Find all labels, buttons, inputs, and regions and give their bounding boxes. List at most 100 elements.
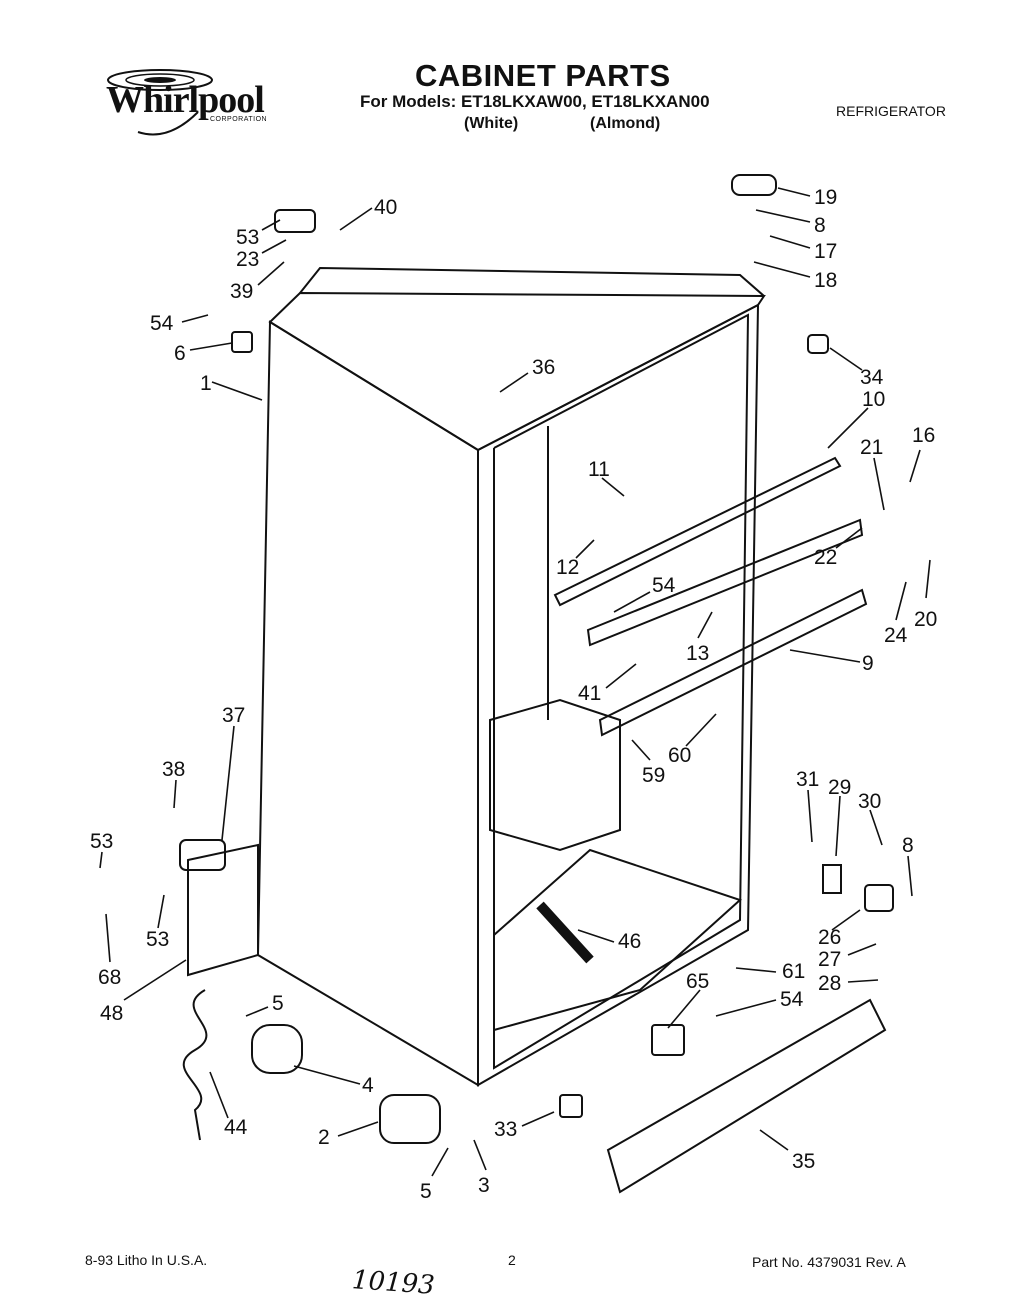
whirlpool-logo: Whirlpool CORPORATION — [98, 62, 268, 142]
callout-5-upper: 5 — [272, 992, 284, 1015]
callout-61: 61 — [782, 960, 805, 983]
callout-26: 26 — [818, 926, 841, 949]
callout-8-lower: 8 — [902, 834, 914, 857]
variant-white: (White) — [464, 115, 519, 132]
hinge-cap-19 — [731, 174, 777, 196]
leader-35 — [759, 1129, 789, 1151]
leader-lines — [99, 187, 931, 1177]
callout-54-top: 54 — [150, 312, 174, 335]
callout-12: 12 — [556, 556, 579, 579]
cord-clamp-37 — [179, 839, 226, 871]
callout-35: 35 — [792, 1150, 815, 1173]
leader-44 — [209, 1071, 229, 1119]
leader-26 — [831, 909, 861, 931]
callout-46: 46 — [618, 930, 641, 953]
handwritten-note: 10193 — [351, 1265, 436, 1301]
leader-18 — [753, 261, 811, 278]
hinge-23 — [274, 209, 316, 233]
plug-34 — [807, 334, 829, 354]
callout-68: 68 — [98, 966, 121, 989]
leader-23 — [261, 239, 287, 254]
leader-8a — [755, 209, 811, 223]
leader-40 — [339, 207, 373, 231]
appliance-category: REFRIGERATOR — [836, 103, 946, 119]
shim-29 — [822, 864, 842, 894]
callout-24: 24 — [884, 624, 908, 647]
callout-29: 29 — [828, 776, 851, 799]
bracket-65 — [651, 1024, 685, 1056]
leader-46 — [577, 929, 615, 943]
callout-30: 30 — [858, 790, 881, 813]
brand-name: Whirlpool — [106, 79, 265, 121]
leader-3 — [473, 1139, 487, 1171]
leader-54a — [181, 314, 209, 323]
rail-13 — [586, 518, 864, 647]
leader-2 — [337, 1121, 379, 1137]
leader-21 — [873, 457, 885, 511]
callout-19: 19 — [814, 186, 837, 209]
callout-6: 6 — [174, 342, 186, 365]
leader-29 — [835, 795, 841, 857]
leader-61 — [735, 967, 777, 973]
leader-8b — [907, 855, 913, 897]
leader-24 — [895, 581, 907, 621]
leveler-2 — [379, 1094, 441, 1144]
bracket-33 — [559, 1094, 583, 1118]
leader-16 — [909, 449, 921, 483]
callout-60: 60 — [668, 744, 691, 767]
rear-air-duct — [489, 698, 621, 852]
drain-tube-46 — [536, 901, 594, 964]
leader-33 — [521, 1111, 555, 1127]
callout-8-top: 8 — [814, 214, 826, 237]
leader-17 — [769, 235, 811, 249]
cabinet-linework — [179, 174, 894, 1194]
callout-4: 4 — [362, 1074, 374, 1097]
cabinet-front-opening — [477, 303, 760, 1087]
cabinet-top-rear — [299, 266, 765, 297]
leader-54c — [715, 999, 777, 1017]
callout-54-lower: 54 — [780, 988, 804, 1011]
roller-4 — [251, 1024, 303, 1074]
leader-6 — [189, 342, 233, 351]
logo-swirl-icon — [107, 69, 213, 136]
callout-37: 37 — [222, 704, 245, 727]
leader-9 — [789, 649, 861, 663]
callout-3: 3 — [478, 1174, 490, 1197]
leader-68 — [105, 913, 111, 963]
leader-48 — [123, 959, 187, 1001]
leader-54b — [613, 591, 651, 613]
callout-48: 48 — [100, 1002, 123, 1025]
callout-53-top: 53 — [236, 226, 259, 249]
leader-36 — [499, 372, 529, 393]
page-title: CABINET PARTS — [415, 58, 671, 93]
callout-13: 13 — [686, 642, 709, 665]
callout-23: 23 — [236, 248, 259, 271]
leader-11 — [601, 477, 625, 497]
leader-53a — [99, 851, 103, 869]
leader-37 — [221, 725, 235, 841]
callout-17: 17 — [814, 240, 837, 263]
callout-54-mid: 54 — [652, 574, 676, 597]
callout-20: 20 — [914, 608, 937, 631]
variant-almond: (Almond) — [590, 115, 661, 132]
callout-41: 41 — [578, 682, 601, 705]
leader-1 — [211, 381, 263, 401]
callout-65: 65 — [686, 970, 709, 993]
leader-10 — [827, 407, 869, 449]
callout-39: 39 — [230, 280, 253, 303]
leader-53 — [261, 219, 281, 231]
power-cord-44 — [182, 989, 208, 1141]
leader-41 — [605, 663, 637, 689]
callout-36: 36 — [532, 356, 555, 379]
leader-22 — [835, 527, 863, 549]
callout-40: 40 — [374, 196, 397, 219]
hinge-26 — [864, 884, 894, 912]
leader-59 — [631, 739, 651, 761]
model-list: For Models: ET18LKXAW00, ET18LKXAN00 — [360, 92, 710, 111]
leader-19 — [777, 187, 811, 197]
rail-10 — [553, 456, 842, 607]
callout-31: 31 — [796, 768, 819, 791]
callout-10: 10 — [862, 388, 885, 411]
